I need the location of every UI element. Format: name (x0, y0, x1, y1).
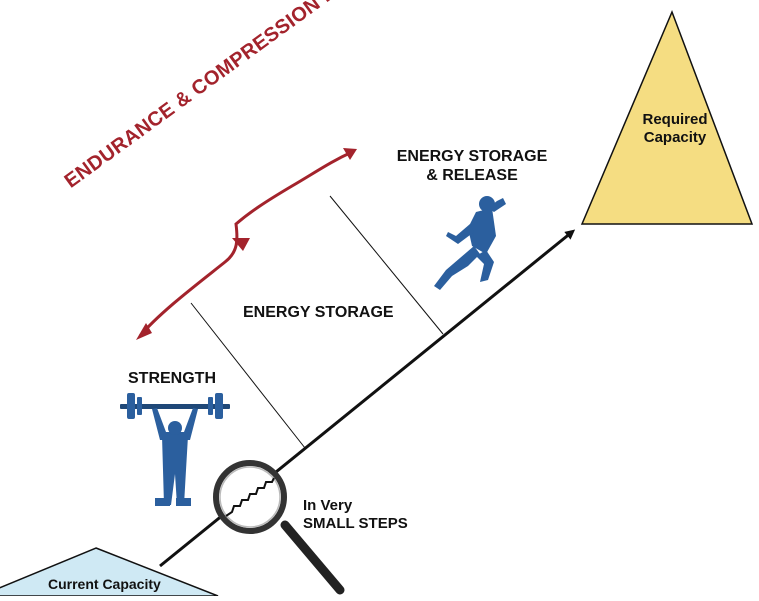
energy-storage-release-line-2: & RELEASE (426, 167, 518, 185)
endurance-brace (138, 150, 353, 337)
required-capacity-triangle (580, 9, 754, 225)
strength-label: STRENGTH (128, 370, 216, 387)
small-steps-line-2: SMALL STEPS (303, 515, 408, 532)
stage-divider-1 (190, 302, 306, 449)
required-capacity-label: Required Capacity (625, 111, 725, 147)
brace-arrowhead-start (136, 323, 152, 340)
brace-arrowhead-middle (232, 238, 250, 251)
required-capacity-line-2: Capacity (643, 129, 707, 146)
energy-storage-release-label: ENERGY STORAGE & RELEASE (392, 147, 552, 185)
brace-arrowhead-end (343, 148, 357, 160)
energy-storage-label: ENERGY STORAGE (243, 304, 394, 321)
small-steps-label: In Very SMALL STEPS (303, 497, 408, 533)
runner-icon (434, 196, 506, 290)
current-capacity-label: Current Capacity (48, 576, 161, 592)
stage-divider-2 (329, 195, 444, 335)
required-capacity-line-1: Required (642, 111, 708, 128)
small-steps-line-1: In Very (303, 497, 353, 514)
weightlifter-icon (120, 393, 230, 506)
magnifier-icon (213, 460, 345, 595)
energy-storage-release-line-1: ENERGY STORAGE (396, 148, 548, 165)
